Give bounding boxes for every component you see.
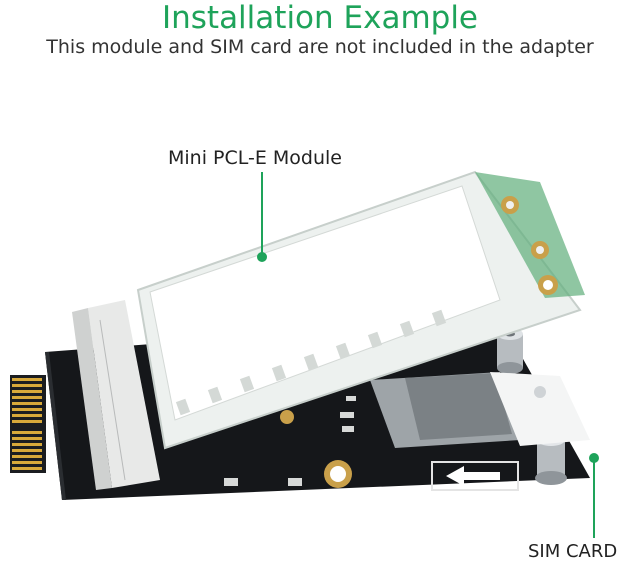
module-callout-label: Mini PCL-E Module [168,147,342,169]
module-callout-line [257,172,267,262]
sim-callout-line [589,453,599,538]
sim-card-holder [370,372,520,448]
page-title: Installation Example [161,0,479,36]
standoff-h4 [497,328,523,374]
board-pad [280,410,294,424]
mini-pcie-slot [72,300,160,490]
page-subtitle: This module and SIM card are not include… [46,36,594,58]
sim-card [490,372,590,446]
smd-components [224,396,356,486]
insert-arrow-marking [431,461,519,491]
mini-pcie-module [136,170,585,450]
mounting-hole-h3 [324,460,352,488]
sim-callout-label: SIM CARD [528,541,618,562]
gold-edge-connector [10,375,46,473]
